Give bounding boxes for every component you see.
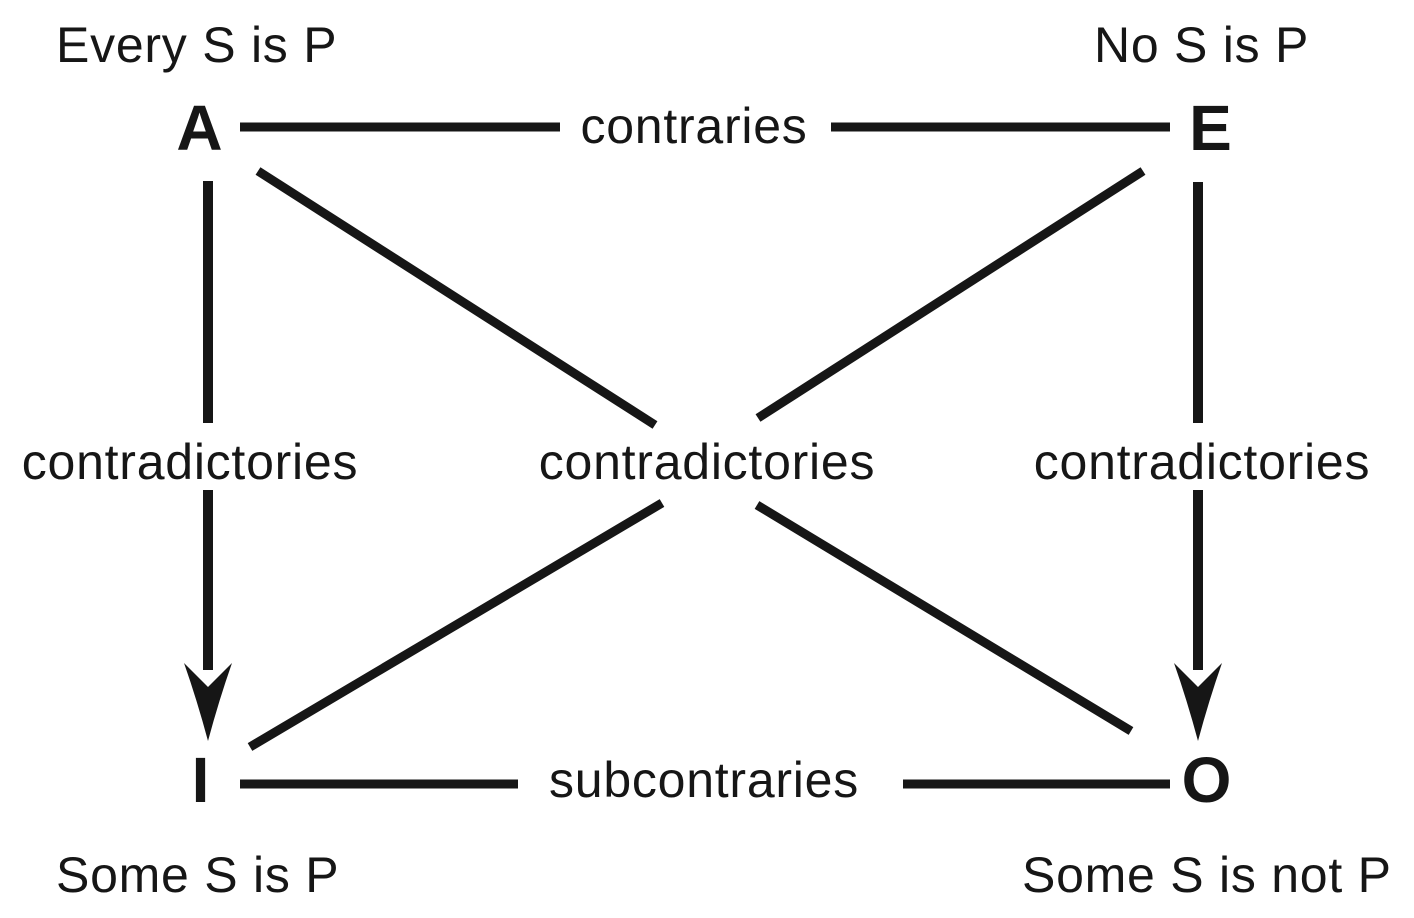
relation-contradictories-left-label: contradictories [21,434,359,490]
diagonal-center-to-i [247,499,665,751]
node-i-letter: I [191,744,211,816]
node-o-letter: O [1181,744,1233,816]
node-i-caption: Some S is P [56,847,340,903]
diagonal-center-to-o [754,501,1134,735]
diagonal-e-to-center [755,167,1146,422]
diagonal-a-to-center [255,167,658,429]
node-e-caption: No S is P [1094,17,1310,73]
node-a-caption: Every S is P [56,17,338,73]
relation-subcontraries-label: subcontraries [549,752,859,808]
down-arrowhead-a-to-i [184,663,232,741]
relation-contradictories-right-label: contradictories [1033,434,1371,490]
down-arrowhead-e-to-o [1174,663,1222,741]
relation-contradictories-middle-label: contradictories [538,434,876,490]
node-o-caption: Some S is not P [1022,847,1392,903]
node-e-letter: E [1189,92,1233,164]
node-a-letter: A [176,92,224,164]
relation-contraries-label: contraries [580,98,808,154]
